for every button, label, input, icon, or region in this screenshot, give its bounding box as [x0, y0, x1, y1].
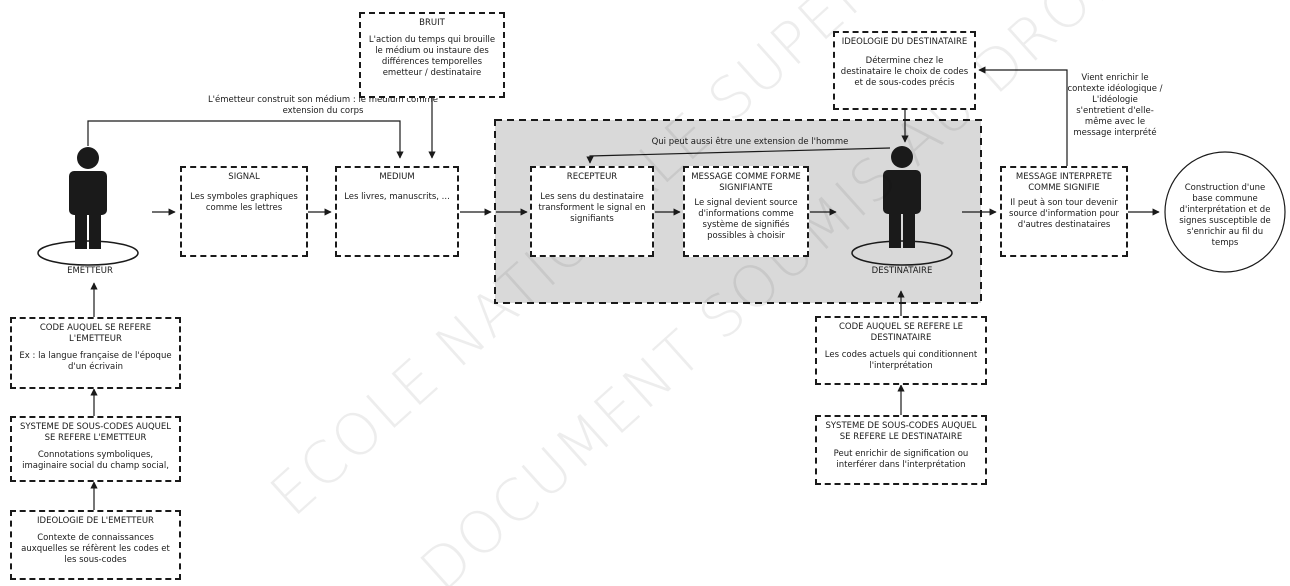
enrichir-label: Vient enrichir le contexte idéologique /…: [1067, 73, 1163, 138]
destinataire-label: DESTINATAIRE: [871, 266, 933, 276]
base-commune-circle: [1164, 151, 1286, 273]
signal-body: Les symboles graphiques comme les lettre…: [190, 192, 298, 213]
message-interprete-body: Il peut à son tour devenir source d'info…: [1009, 198, 1119, 230]
message-forme-box: MESSAGE COMME FORME SIGNIFIANTE Le signa…: [683, 166, 809, 257]
bruit-body: L'action du temps qui brouille le médium…: [368, 35, 496, 78]
ideologie-destinataire-box: IDEOLOGIE DU DESTINATAIRE Détermine chez…: [833, 31, 976, 110]
bruit-box: BRUIT L'action du temps qui brouille le …: [359, 12, 505, 98]
sous-codes-emetteur-title: SYSTEME DE SOUS-CODES AUQUEL SE REFERE L…: [19, 422, 172, 443]
sous-codes-destinataire-body: Peut enrichir de signification ou interf…: [833, 449, 969, 470]
recepteur-body: Les sens du destinataire transforment le…: [538, 192, 646, 224]
medium-title: MEDIUM: [379, 172, 415, 182]
destinataire-figure: [851, 146, 953, 266]
ideologie-destinataire-title: IDEOLOGIE DU DESTINATAIRE: [841, 37, 968, 47]
message-forme-body: Le signal devient source d'informations …: [694, 198, 798, 241]
ideologie-emetteur-title: IDEOLOGIE DE L'EMETTEUR: [37, 516, 154, 526]
medium-box: MEDIUM Les livres, manuscrits, ...: [335, 166, 459, 257]
emetteur-label: EMETTEUR: [67, 266, 113, 276]
ideologie-emetteur-body: Contexte de connaissances auxquelles se …: [21, 533, 170, 565]
recepteur-box: RECEPTEUR Les sens du destinataire trans…: [530, 166, 654, 257]
ideologie-emetteur-box: IDEOLOGIE DE L'EMETTEUR Contexte de conn…: [10, 510, 181, 580]
recepteur-title: RECEPTEUR: [566, 172, 618, 182]
ideologie-destinataire-body: Détermine chez le destinataire le choix …: [840, 56, 969, 88]
sous-codes-emetteur-box: SYSTEME DE SOUS-CODES AUQUEL SE REFERE L…: [10, 416, 181, 482]
homme-extension-label: Qui peut aussi être une extension de l'h…: [651, 137, 849, 147]
medium-extension-label: L'émetteur construit son médium : le méd…: [207, 95, 439, 116]
bruit-title: BRUIT: [419, 18, 445, 28]
code-emetteur-body: Ex : la langue française de l'époque d'u…: [19, 351, 172, 372]
message-interprete-box: MESSAGE INTERPRETE COMME SIGNIFIE Il peu…: [1000, 166, 1128, 257]
signal-box: SIGNAL Les symboles graphiques comme les…: [180, 166, 308, 257]
message-interprete-title: MESSAGE INTERPRETE COMME SIGNIFIE: [1015, 172, 1113, 193]
code-emetteur-box: CODE AUQUEL SE REFERE L'EMETTEUR Ex : la…: [10, 317, 181, 389]
signal-title: SIGNAL: [228, 172, 260, 182]
code-emetteur-title: CODE AUQUEL SE REFERE L'EMETTEUR: [39, 323, 152, 344]
code-destinataire-box: CODE AUQUEL SE REFERE LE DESTINATAIRE Le…: [815, 316, 987, 385]
base-commune-text: Construction d'une base commune d'interp…: [1179, 183, 1271, 248]
code-destinataire-body: Les codes actuels qui conditionnent l'in…: [824, 350, 978, 371]
sous-codes-destinataire-box: SYSTEME DE SOUS-CODES AUQUEL SE REFERE L…: [815, 415, 987, 485]
code-destinataire-title: CODE AUQUEL SE REFERE LE DESTINATAIRE: [838, 322, 964, 343]
sous-codes-emetteur-body: Connotations symboliques, imaginaire soc…: [22, 450, 169, 471]
emetteur-figure: [37, 147, 139, 266]
medium-body: Les livres, manuscrits, ...: [344, 192, 450, 202]
sous-codes-destinataire-title: SYSTEME DE SOUS-CODES AUQUEL SE REFERE L…: [825, 421, 977, 442]
message-forme-title: MESSAGE COMME FORME SIGNIFIANTE: [691, 172, 801, 193]
